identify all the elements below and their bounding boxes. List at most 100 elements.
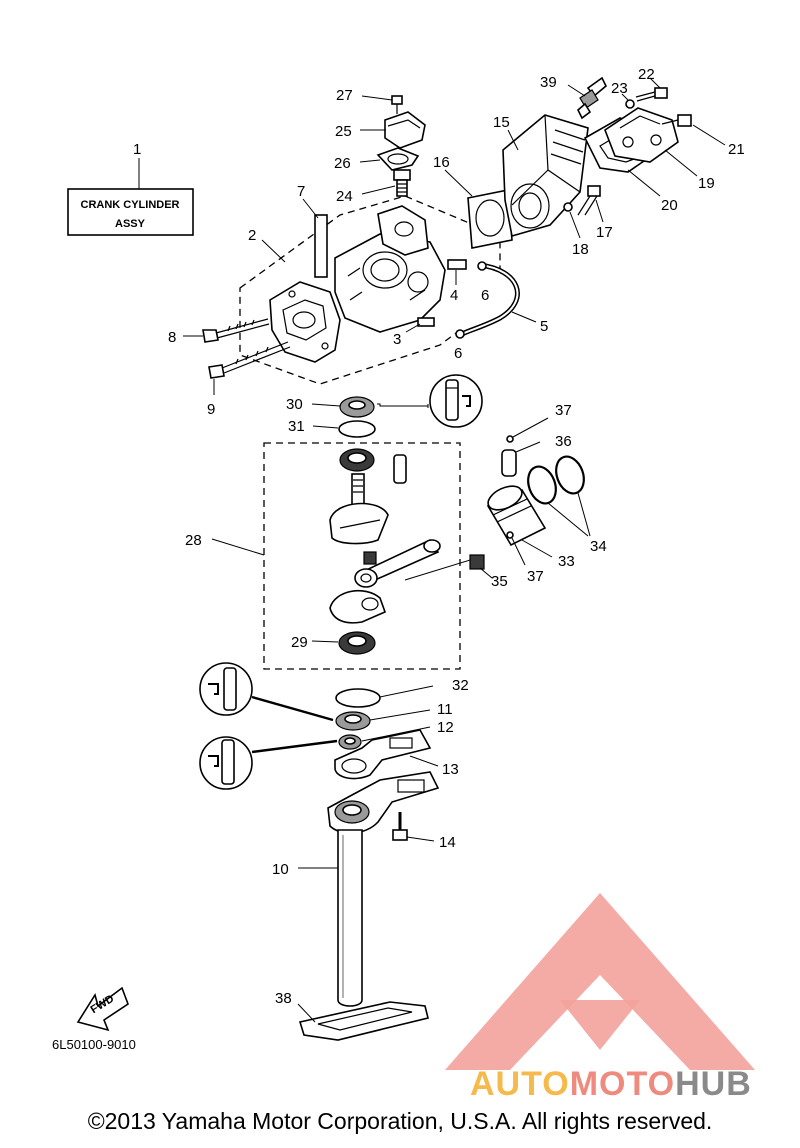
washer-23 (625, 99, 635, 109)
callout-6-lower: 6 (454, 345, 462, 362)
leader-15 (507, 129, 519, 151)
gasket-38 (298, 1001, 429, 1041)
leader-11 (369, 709, 431, 721)
callout-2: 2 (248, 227, 256, 244)
leader-12 (361, 726, 431, 742)
gasket-13 (334, 729, 432, 780)
assembly-label-line1: CRANK CYLINDER (81, 199, 180, 211)
o-ring-32 (335, 688, 381, 708)
leader-38 (297, 1003, 316, 1023)
callout-38: 38 (275, 990, 292, 1007)
leader-2 (261, 239, 286, 263)
leader-37-top (512, 417, 549, 438)
callout-29: 29 (291, 634, 308, 651)
spark-plug (577, 76, 607, 120)
callout-32: 32 (452, 677, 469, 694)
detail-link-11 (251, 695, 334, 722)
fwd-arrow: FWD (76, 986, 129, 1032)
needle-bearing-small-end (363, 551, 377, 565)
callout-21: 21 (728, 141, 745, 158)
exhaust-tube (337, 829, 363, 1007)
upper-casing-top (327, 771, 440, 834)
leader-36 (515, 441, 541, 453)
leader-14 (406, 836, 435, 842)
piston-pin (501, 449, 517, 477)
watermark-auto: AUTO (470, 1065, 570, 1103)
callout-35: 35 (491, 573, 508, 590)
watermark-hub: HUB (675, 1065, 752, 1103)
callout-1: 1 (133, 141, 141, 158)
leader-3 (405, 323, 421, 333)
leader-21 (692, 124, 726, 146)
leader-28 (211, 538, 265, 556)
callout-37-bottom: 37 (527, 568, 544, 585)
leader-32 (379, 685, 434, 698)
o-ring-31 (338, 420, 376, 438)
callout-7: 7 (297, 183, 305, 200)
leader-18 (569, 211, 581, 239)
bolt-17 (577, 185, 601, 216)
assembly-label-frame (67, 188, 194, 236)
lower-crank-web (329, 590, 387, 624)
detail-circle-seal-top (429, 374, 483, 428)
cylinder-head-gasket (467, 189, 513, 249)
thermostat-gasket (376, 147, 420, 171)
callout-11: 11 (437, 701, 453, 718)
leader-23 (621, 93, 629, 101)
head-cover (604, 107, 679, 163)
piston-pin-clip-bottom (506, 531, 514, 539)
callout-14: 14 (439, 834, 456, 851)
leader-13 (409, 755, 439, 767)
detail-link-30 (377, 403, 429, 408)
leader-37-bottom (511, 537, 526, 566)
leader-20 (627, 169, 661, 197)
callout-3: 3 (393, 331, 401, 348)
bolt-22 (635, 87, 668, 102)
bolt-21 (661, 114, 692, 127)
leader-7 (302, 198, 319, 219)
bolt-14 (392, 812, 408, 841)
bolt-8 (202, 318, 270, 343)
callout-24: 24 (336, 188, 353, 205)
piston-pin-clip-top (506, 435, 514, 443)
dowel-pin (314, 214, 328, 278)
piston (486, 485, 547, 547)
leader-33 (521, 539, 553, 558)
callout-18: 18 (572, 241, 589, 258)
detail-circle-seal-12 (199, 736, 253, 790)
needle-bearing-35 (469, 554, 485, 570)
thermostat (393, 169, 411, 197)
callout-12: 12 (437, 719, 454, 736)
leader-5 (511, 311, 537, 323)
oil-seal-30 (339, 396, 375, 418)
crankcase-half (269, 281, 341, 363)
detail-circle-seal-11 (199, 662, 253, 716)
leader-24 (361, 185, 396, 195)
watermark-triangle (445, 893, 755, 1070)
cylinder-block (334, 205, 446, 333)
drawing-code: 6L50100-9010 (52, 1037, 136, 1052)
callout-16: 16 (433, 154, 450, 171)
leader-39 (567, 84, 586, 97)
watermark-text: AUTOMOTOHUB (470, 1065, 752, 1103)
callout-23: 23 (611, 80, 628, 97)
callout-5: 5 (540, 318, 548, 335)
callout-30: 30 (286, 396, 303, 413)
upper-bearing (339, 448, 375, 472)
watermark-logo (445, 893, 755, 1070)
watermark-moto: MOTO (570, 1065, 675, 1103)
leader-17 (595, 199, 604, 223)
bolt-9 (208, 341, 291, 379)
crankshaft-assy-boundary (263, 442, 461, 670)
washer-18 (563, 202, 573, 212)
crank-pin (393, 454, 407, 484)
callout-33: 33 (558, 553, 575, 570)
lower-bearing (338, 631, 376, 655)
leader-34 (547, 492, 591, 537)
callout-34: 34 (590, 538, 607, 555)
leader-27 (361, 95, 393, 101)
callout-10: 10 (272, 861, 289, 878)
callout-25: 25 (335, 123, 352, 140)
leader-29 (311, 640, 339, 643)
callout-39: 39 (540, 74, 557, 91)
